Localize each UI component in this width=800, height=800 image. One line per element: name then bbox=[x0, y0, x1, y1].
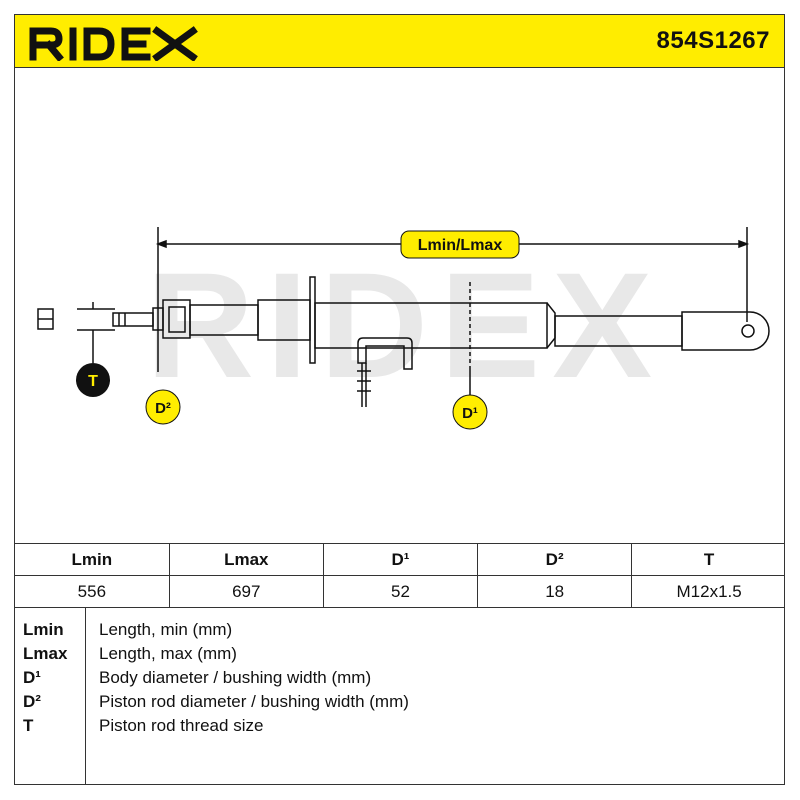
length-label: Lmin/Lmax bbox=[400, 230, 520, 259]
legend-row-d2: D² Piston rod diameter / bushing width (… bbox=[15, 692, 784, 716]
value-d2: 18 bbox=[477, 575, 633, 608]
shock-absorber-drawing: RIDEX bbox=[37, 227, 770, 430]
legend-desc: Body diameter / bushing width (mm) bbox=[99, 668, 372, 687]
legend: Lmin Length, min (mm) Lmax Length, max (… bbox=[15, 608, 784, 784]
legend-divider bbox=[85, 608, 86, 784]
rod-diameter-badge: D² bbox=[145, 389, 181, 425]
svg-text:D¹: D¹ bbox=[462, 405, 478, 422]
svg-text:Lmin/Lmax: Lmin/Lmax bbox=[418, 237, 503, 254]
header-lmax: Lmax bbox=[168, 543, 324, 576]
product-sheet: 854S1267 RIDEX bbox=[14, 14, 785, 785]
spec-value-row: 556 697 52 18 M12x1.5 bbox=[15, 575, 784, 608]
legend-desc: Piston rod thread size bbox=[99, 716, 264, 735]
header-d1: D¹ bbox=[322, 543, 479, 576]
legend-row-t: T Piston rod thread size bbox=[15, 716, 784, 740]
header-d2: D² bbox=[477, 543, 633, 576]
value-d1: 52 bbox=[322, 575, 479, 608]
legend-key: Lmax bbox=[23, 644, 68, 663]
brand-logo bbox=[29, 26, 198, 61]
legend-row-d1: D¹ Body diameter / bushing width (mm) bbox=[15, 668, 784, 692]
value-lmin: 556 bbox=[15, 575, 170, 608]
header-bar: 854S1267 bbox=[15, 15, 784, 68]
spec-header-row: Lmin Lmax D¹ D² T bbox=[15, 543, 784, 576]
header-lmin: Lmin bbox=[15, 543, 170, 576]
hose-bracket bbox=[357, 337, 413, 370]
svg-text:T: T bbox=[88, 373, 98, 390]
main-body bbox=[314, 302, 548, 349]
legend-desc: Piston rod diameter / bushing width (mm) bbox=[99, 692, 409, 711]
legend-key: T bbox=[23, 716, 34, 735]
legend-key: D² bbox=[23, 692, 41, 711]
legend-desc: Length, min (mm) bbox=[99, 620, 233, 639]
header-t: T bbox=[631, 543, 784, 576]
legend-row-lmin: Lmin Length, min (mm) bbox=[15, 620, 784, 644]
legend-key: D¹ bbox=[23, 668, 41, 687]
thread-badge: T bbox=[76, 363, 110, 397]
svg-text:D²: D² bbox=[155, 400, 171, 417]
legend-desc: Length, max (mm) bbox=[99, 644, 237, 663]
watermark: RIDEX bbox=[146, 241, 664, 409]
lower-eye-mount bbox=[681, 311, 770, 351]
legend-row-lmax: Lmax Length, max (mm) bbox=[15, 644, 784, 668]
spec-table: Lmin Lmax D¹ D² T 556 697 52 18 M12x1.5 bbox=[15, 543, 784, 608]
value-lmax: 697 bbox=[168, 575, 324, 608]
part-number: 854S1267 bbox=[656, 27, 770, 54]
body-diameter-badge: D¹ bbox=[452, 394, 488, 430]
legend-key: Lmin bbox=[23, 620, 64, 639]
value-t: M12x1.5 bbox=[631, 575, 784, 608]
